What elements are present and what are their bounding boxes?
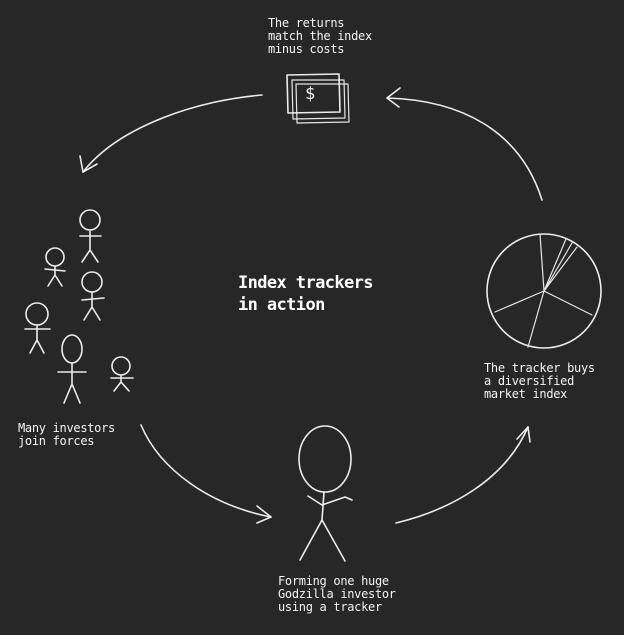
dollar-bills-icon: $ [286, 73, 350, 124]
giant-stick-figure-icon [298, 425, 353, 562]
stick-figure [57, 334, 87, 404]
tracker-label: The tracker buys a diversified market in… [484, 361, 595, 401]
arrow-godzilla-to-tracker [395, 426, 531, 524]
arrow-returns-to-investors [79, 94, 263, 173]
investors-label: Many investors join forces [18, 421, 115, 448]
stick-figure [81, 271, 105, 321]
stick-figures-group-icon [24, 209, 134, 404]
dollar-symbol: $ [305, 84, 315, 104]
stick-figure [24, 302, 51, 354]
godzilla-label: Forming one huge Godzilla investor using… [278, 574, 396, 614]
stick-figure [44, 247, 66, 287]
arrow-tracker-to-returns [386, 87, 543, 201]
pie-chart-icon [486, 233, 602, 349]
returns-label: The returns match the index minus costs [268, 16, 372, 56]
stick-figure [110, 356, 134, 392]
arrow-investors-to-godzilla [140, 424, 272, 524]
stick-figure [79, 209, 102, 263]
diagram-title: Index trackers in action [238, 273, 373, 315]
